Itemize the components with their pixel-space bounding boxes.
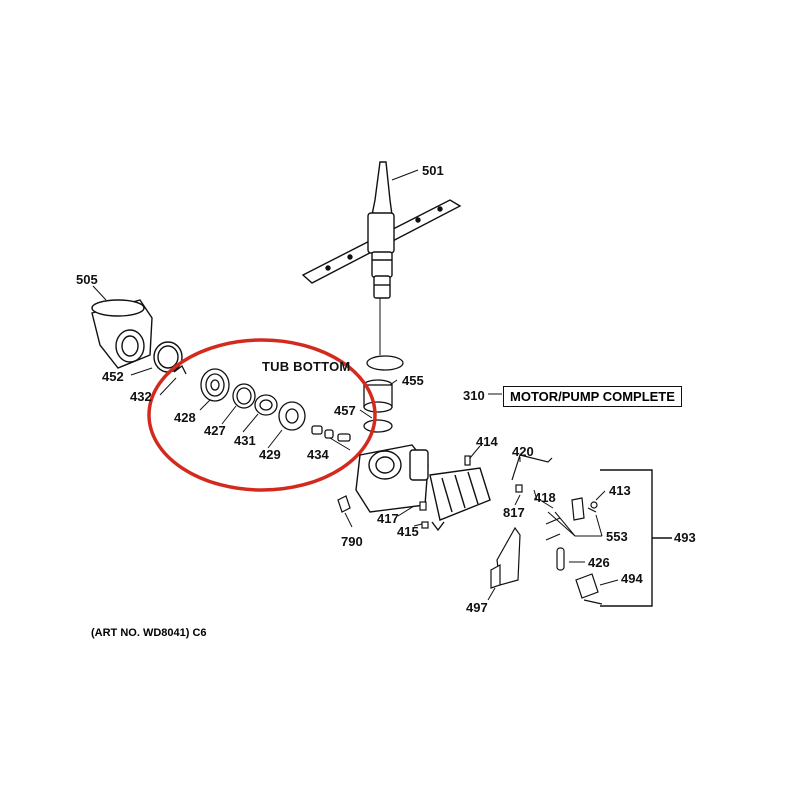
callout-505: 505 xyxy=(76,272,98,287)
callout-817: 817 xyxy=(503,505,525,520)
callout-434: 434 xyxy=(307,447,329,462)
callout-790: 790 xyxy=(341,534,363,549)
clamp-452 xyxy=(153,341,183,373)
callout-457: 457 xyxy=(334,403,356,418)
callout-494: 494 xyxy=(621,571,643,586)
callout-553: 553 xyxy=(606,529,628,544)
tub-bottom-label: TUB BOTTOM xyxy=(262,359,351,374)
parts-filter-group xyxy=(200,368,351,442)
spray-arm-assembly xyxy=(301,161,462,299)
callout-418: 418 xyxy=(534,490,556,505)
callout-415: 415 xyxy=(397,524,419,539)
bracket-493 xyxy=(600,469,672,607)
pump-body xyxy=(355,444,429,513)
clip-432 xyxy=(173,365,187,375)
callout-414: 414 xyxy=(476,434,498,449)
callout-427: 427 xyxy=(204,423,226,438)
callout-310: 310 xyxy=(463,388,485,403)
callout-420: 420 xyxy=(512,444,534,459)
housing-505 xyxy=(91,299,153,369)
callout-429: 429 xyxy=(259,447,281,462)
callout-428: 428 xyxy=(174,410,196,425)
callout-452: 452 xyxy=(102,369,124,384)
callout-455: 455 xyxy=(402,373,424,388)
callout-497: 497 xyxy=(466,600,488,615)
ring-455 xyxy=(363,355,404,433)
callout-431: 431 xyxy=(234,433,256,448)
highlight-circle xyxy=(147,338,377,492)
leader-lines xyxy=(92,169,619,601)
motor-pump-complete-label: MOTOR/PUMP COMPLETE xyxy=(503,386,682,407)
callout-501: 501 xyxy=(422,163,444,178)
art-number-caption: (ART NO. WD8041) C6 xyxy=(91,627,207,639)
small-parts xyxy=(337,454,603,605)
callout-493: 493 xyxy=(674,530,696,545)
callout-413: 413 xyxy=(609,483,631,498)
motor xyxy=(429,467,491,532)
callout-432: 432 xyxy=(130,389,152,404)
callout-417: 417 xyxy=(377,511,399,526)
callout-426: 426 xyxy=(588,555,610,570)
